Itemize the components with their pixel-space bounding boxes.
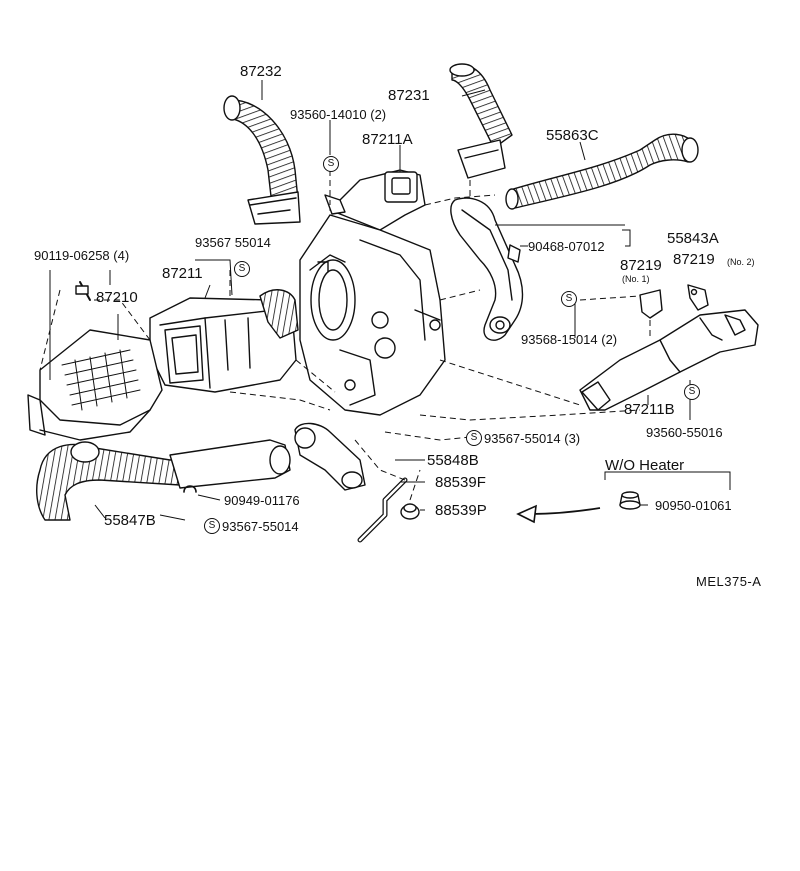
part-label-93567-55014-top: 93567 55014 (195, 235, 271, 250)
s-symbol-icon: S (561, 291, 577, 307)
hose-87231 (449, 63, 513, 179)
part-label-55863C: 55863C (546, 127, 599, 144)
part-label-93560-55016: 93560-55016 (646, 425, 723, 440)
part-label-87210: 87210 (96, 289, 138, 306)
grommet-90950 (619, 491, 641, 510)
part-label-93567-55014-3: 93567-55014 (3) (484, 431, 581, 446)
wo-heater-label: W/O Heater (605, 457, 685, 474)
duct-87211B (579, 309, 759, 411)
drain-tube-88539F (357, 477, 408, 543)
clamp-90949 (183, 485, 197, 493)
part-label-87211A: 87211A (362, 131, 413, 148)
part-label-90949-01176: 90949-01176 (224, 493, 300, 508)
hose-55847B (36, 439, 291, 521)
blower-case-87211 (149, 289, 299, 393)
control-box-87210 (27, 329, 163, 441)
part-label-87211: 87211 (162, 265, 203, 282)
s-symbol-icon: S (684, 384, 700, 400)
part-label-87219-no2: 87219 (673, 251, 715, 268)
heater-unit-87211A (299, 169, 446, 416)
s-symbol-icon: S (323, 156, 339, 172)
part-label-55848B: 55848B (427, 452, 479, 469)
grommet-88539P (400, 503, 420, 520)
screw-90119 (75, 281, 91, 301)
hose-87232 (223, 95, 301, 225)
s-symbol-icon: S (204, 518, 220, 534)
part-label-93567-55014-bottom: 93567-55014 (222, 519, 299, 534)
elbow-55848B (294, 422, 366, 491)
part-label-87219-no1-sub: (No. 1) (622, 274, 650, 284)
part-label-87232: 87232 (240, 63, 282, 80)
part-label-55843A: 55843A (667, 230, 719, 247)
part-label-90468-07012: 90468-07012 (528, 239, 605, 254)
part-label-93560-14010: 93560-14010 (2) (290, 107, 387, 122)
part-label-93568-15014: 93568-15014 (2) (521, 332, 618, 347)
s-symbol-icon: S (234, 261, 250, 277)
arrow-icon (516, 504, 601, 524)
part-label-87231: 87231 (388, 87, 430, 104)
part-label-90119-06258: 90119-06258 (4) (34, 248, 130, 263)
bracket-87219-no2 (687, 284, 709, 311)
s-symbol-icon: S (466, 430, 482, 446)
part-label-55847B: 55847B (104, 512, 156, 529)
hose-55863C (505, 133, 699, 210)
duct-55843A (450, 197, 524, 341)
bracket-87219-no1 (639, 289, 663, 319)
part-label-88539F: 88539F (435, 474, 486, 491)
part-label-88539P: 88539P (435, 502, 487, 519)
part-label-90950-01061: 90950-01061 (655, 498, 732, 513)
part-label-87219-no1: 87219 (620, 257, 662, 274)
part-label-87211B: 87211B (624, 401, 675, 418)
part-label-87219-no2-sub: (No. 2) (727, 257, 755, 267)
diagram-reference-code: MEL375-A (696, 574, 762, 589)
